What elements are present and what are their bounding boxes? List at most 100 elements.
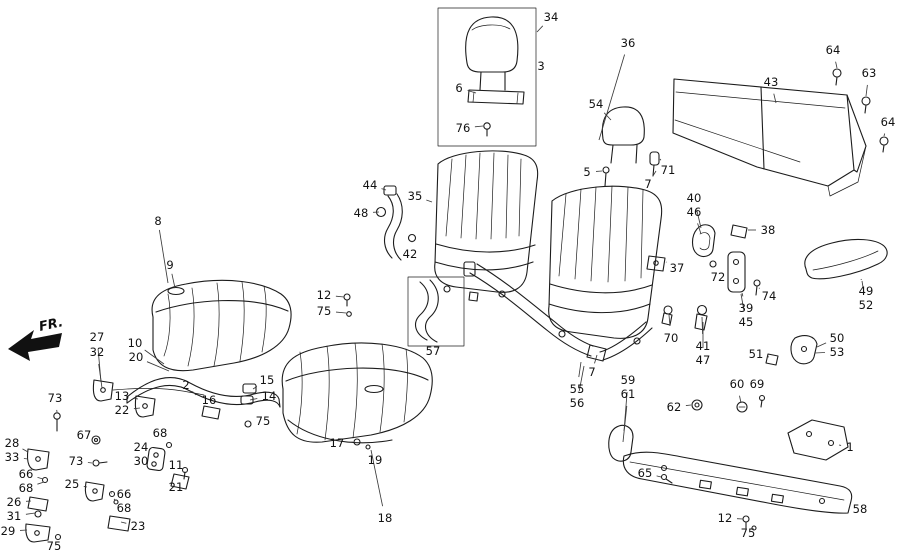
bolt-66-b <box>108 490 116 498</box>
part-label-3: 3 <box>537 59 544 73</box>
part-label-75: 75 <box>741 526 756 540</box>
part-label-50: 50 <box>830 331 845 345</box>
bolt-64-b <box>879 136 889 146</box>
leader-line-55 <box>578 361 582 378</box>
part-label-75: 75 <box>256 414 271 428</box>
leader-line-9 <box>171 273 176 289</box>
part-label-32: 32 <box>90 345 105 359</box>
part-label-19: 19 <box>368 453 383 467</box>
fr-label: FR. <box>38 315 65 335</box>
part-label-7: 7 <box>644 177 651 191</box>
bolt-66-a <box>41 476 49 484</box>
part-label-9: 9 <box>166 258 173 272</box>
leader-line-35 <box>426 199 433 203</box>
part-label-57: 57 <box>426 344 441 358</box>
plate-26 <box>27 496 49 512</box>
hinge-27-32 <box>92 379 114 402</box>
leader-line-2 <box>192 391 197 396</box>
end-cap-59-61 <box>608 424 634 462</box>
part-label-43: 43 <box>764 75 779 89</box>
clip-38 <box>730 224 748 239</box>
part-label-12: 12 <box>317 288 332 302</box>
clip-14 <box>240 395 254 405</box>
washer-67 <box>91 435 101 445</box>
bolt-12-b <box>742 515 750 523</box>
part-label-58: 58 <box>853 502 868 516</box>
leader-line-41 <box>701 316 704 335</box>
part-label-35: 35 <box>408 189 423 203</box>
bolt-64-a <box>832 68 842 78</box>
leader-line-8 <box>158 229 169 284</box>
part-label-12: 12 <box>718 511 733 525</box>
bolt-68-a <box>165 441 173 449</box>
part-label-45: 45 <box>739 315 754 329</box>
part-label-41: 41 <box>696 339 711 353</box>
belt-box-57 <box>407 276 465 347</box>
bracket-16 <box>201 405 221 420</box>
leader-line-68 <box>113 498 116 501</box>
leader-line-20 <box>146 361 170 372</box>
part-label-53: 53 <box>830 345 845 359</box>
clip-51 <box>765 353 779 366</box>
rear-shelf-panel <box>672 68 889 197</box>
part-label-30: 30 <box>134 454 149 468</box>
clip-44 <box>383 185 397 196</box>
part-label-75: 75 <box>47 539 62 553</box>
leader-line-40 <box>696 209 702 229</box>
part-label-26: 26 <box>7 495 22 509</box>
leader-line-56 <box>578 365 585 392</box>
part-label-65: 65 <box>638 466 653 480</box>
part-label-68: 68 <box>19 481 34 495</box>
part-label-38: 38 <box>761 223 776 237</box>
part-label-73: 73 <box>48 391 63 405</box>
part-label-64: 64 <box>826 43 841 57</box>
leader-line-12 <box>335 295 345 298</box>
bolt-17 <box>353 438 361 446</box>
sill-panel-assembly <box>608 394 853 531</box>
leader-line-50 <box>816 342 827 348</box>
leader-line-28 <box>22 448 29 453</box>
leader-line-22 <box>133 407 141 410</box>
bracket-1 <box>787 419 849 461</box>
leader-line-53 <box>814 352 826 354</box>
part-label-64: 64 <box>881 115 896 129</box>
part-label-49: 49 <box>859 284 874 298</box>
leader-line-36 <box>598 54 626 141</box>
part-label-24: 24 <box>134 440 149 454</box>
part-label-47: 47 <box>696 353 711 367</box>
leader-line-6 <box>467 90 477 94</box>
leader-line-73 <box>87 462 93 464</box>
part-label-74: 74 <box>762 289 777 303</box>
part-label-29: 29 <box>1 524 16 538</box>
plate-23 <box>107 515 131 532</box>
part-label-11: 11 <box>169 458 184 472</box>
part-label-33: 33 <box>5 450 20 464</box>
clip-15 <box>242 383 257 394</box>
part-label-40: 40 <box>687 191 702 205</box>
part-label-42: 42 <box>403 247 418 261</box>
headrest <box>465 16 519 73</box>
leader-line-43 <box>773 93 777 104</box>
leader-line-45 <box>740 293 745 311</box>
headrest-guide-bracket <box>467 89 525 105</box>
cushion-frame <box>126 376 281 428</box>
part-label-66: 66 <box>19 467 34 481</box>
belt-buckle <box>586 344 607 362</box>
left-cushion <box>151 279 292 372</box>
leader-line-25 <box>83 485 88 488</box>
part-label-39: 39 <box>739 301 754 315</box>
leader-line-18 <box>370 449 384 507</box>
part-label-76: 76 <box>456 121 471 135</box>
leader-line-70 <box>668 314 671 327</box>
part-label-73: 73 <box>69 454 84 468</box>
left-hinge-hardware <box>25 379 205 543</box>
part-label-15: 15 <box>260 373 275 387</box>
part-label-1: 1 <box>846 440 853 454</box>
leader-line-46 <box>697 223 702 235</box>
leader-line-32 <box>98 363 103 389</box>
leader-line-65 <box>656 475 662 478</box>
side-garnish <box>804 238 888 280</box>
bolt-75-b <box>244 420 252 428</box>
leader-line-14 <box>249 398 258 401</box>
